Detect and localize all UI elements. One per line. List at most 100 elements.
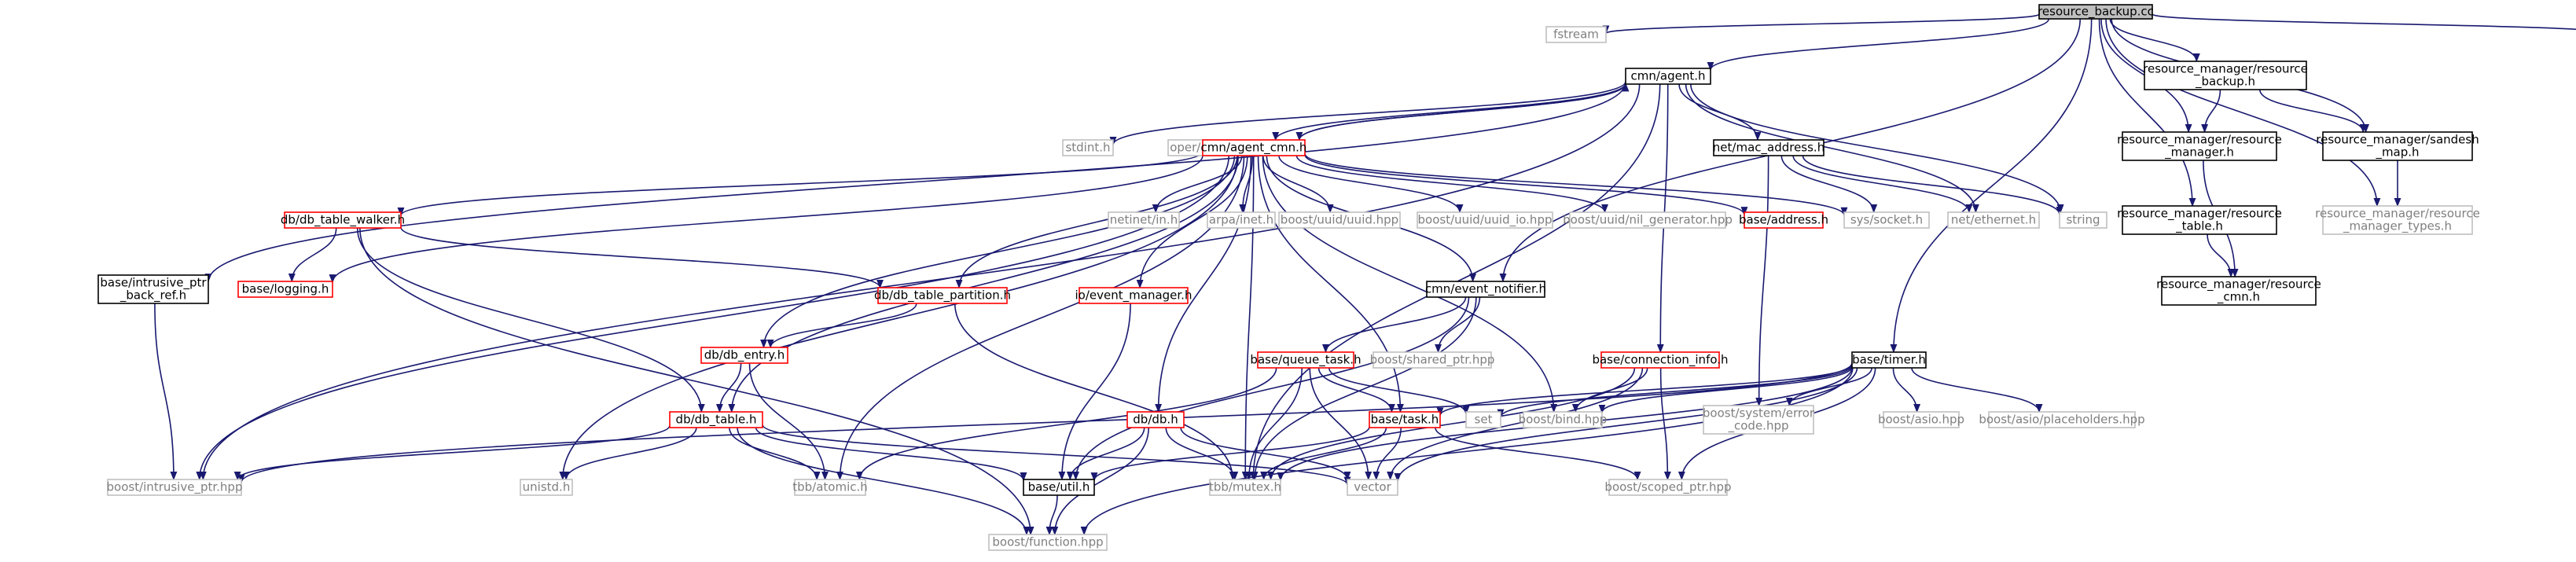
node-box: [1713, 139, 1825, 156]
node-base-intrusive-ptr-back-ref[interactable]: base/intrusive_ptr_back_ref.h: [97, 274, 209, 304]
node-box: [877, 287, 1008, 304]
node-db-table-walker[interactable]: db/db_table_walker.h: [281, 211, 405, 229]
node-rm-resource-cmn[interactable]: resource_manager/resource_cmn.h: [2156, 276, 2321, 306]
node-string: string: [2059, 211, 2107, 229]
node-db-db[interactable]: db/db.h: [1126, 411, 1185, 428]
edge-cmn_agent-to-oper_agent_types: [1272, 83, 1626, 141]
node-base-logging[interactable]: base/logging.h: [237, 281, 333, 298]
edge-db_table_walker-to-base_logging: [288, 227, 337, 283]
node-base-task[interactable]: base/task.h: [1369, 411, 1441, 428]
edge-cmn_event_notifier-to-base_queue_task: [1322, 296, 1467, 354]
node-db-db-entry[interactable]: db/db_entry.h: [700, 347, 788, 364]
edge-cmn_agent_cmn-to-boost_bind: [1262, 155, 1558, 413]
node-rm-sandesh-map[interactable]: resource_manager/sandesh_map.h: [2316, 131, 2479, 161]
edge-cmn_agent-to-stdint: [1109, 81, 1626, 146]
edge-cmn_agent_cmn-to-unistd: [559, 155, 1238, 481]
node-net-mac-address[interactable]: net/mac_address.h: [1713, 139, 1825, 156]
edge-cmn_agent_cmn-to-nil_generator: [1295, 155, 1608, 214]
node-box: [1883, 411, 1960, 428]
node-cmn-event-notifier[interactable]: cmn/event_notifier.h: [1425, 281, 1546, 298]
edge-cmn_agent-to-base_intrusive_ptr_back_ref: [204, 82, 1626, 283]
node-box: [284, 211, 402, 229]
edge-root-to-sys_stat: [2152, 13, 2576, 31]
node-label: unistd.h: [523, 480, 571, 494]
edge-rm_resource_table-to-rm_resource_cmn: [2207, 233, 2235, 278]
edge-db_table_walker-to-db_table_partition: [400, 227, 884, 289]
edge-layer: [154, 13, 2576, 536]
edge-db_db_table-to-base_util: [755, 427, 1027, 482]
node-box: [1023, 479, 1095, 496]
edge-cmn_agent_cmn-to-netinet_in: [1152, 155, 1243, 214]
node-label: _manager.h: [2164, 145, 2234, 160]
node-base-timer[interactable]: base/timer.h: [1851, 351, 1927, 369]
node-box: [1202, 139, 1306, 156]
node-label: _map.h: [2375, 145, 2419, 160]
node-label: boost/asio/placeholders.hpp: [1979, 413, 2144, 427]
node-root[interactable]: resource_backup.cc: [2038, 4, 2154, 20]
node-base-address[interactable]: base/address.h: [1739, 211, 1828, 229]
node-label: db/db_table.h: [676, 413, 757, 428]
node-label: resource_manager/sandesh: [2316, 133, 2479, 148]
edge-base_task-to-base_util: [1090, 426, 1370, 482]
node-label: boost/uuid/uuid.hpp: [1281, 213, 1398, 227]
edge-net_mac_address-to-net_ethernet: [1792, 155, 1973, 214]
node-label: tbb/atomic.h: [792, 480, 868, 494]
node-label: fstream: [1553, 28, 1599, 42]
edge-db_db_table-to-boost_function: [737, 427, 1031, 536]
edge-base_intrusive_ptr_back_ref-to-boost_intrusive_ptr: [154, 303, 178, 481]
node-label: _code.hpp: [1728, 419, 1789, 434]
edge-base_queue_task-to-base_task: [1317, 367, 1395, 413]
edge-root-to-fstream: [1602, 13, 2040, 35]
node-label: boost/shared_ptr.hpp: [1370, 353, 1495, 368]
edge-cmn_event_notifier-to-base_util: [1072, 296, 1470, 481]
node-box: [1369, 411, 1441, 428]
node-box: [1545, 26, 1607, 43]
node-boost-function: boost/function.hpp: [988, 534, 1108, 551]
node-label: net/ethernet.h: [1951, 213, 2036, 227]
edge-base_timer-to-boost_bind: [1598, 366, 1853, 413]
edge-base_util-to-boost_function: [1045, 494, 1058, 536]
node-box: [520, 479, 573, 496]
node-label: base/queue_task.h: [1250, 353, 1361, 368]
node-label: boost/bind.hpp: [1519, 413, 1608, 427]
node-net-ethernet: net/ethernet.h: [1947, 211, 2040, 229]
edge-net_mac_address-to-string: [1802, 155, 2063, 216]
node-boost-shared-ptr: boost/shared_ptr.hpp: [1370, 351, 1495, 369]
node-box: [1257, 351, 1354, 369]
edge-root-to-rm_resource_backup: [2109, 18, 2200, 63]
node-io-event-manager[interactable]: io/event_manager.h: [1075, 287, 1192, 304]
node-cmn-agent[interactable]: cmn/agent.h: [1625, 68, 1711, 85]
node-box: [1744, 211, 1824, 229]
node-label: vector: [1354, 480, 1391, 494]
node-base-queue-task[interactable]: base/queue_task.h: [1250, 351, 1361, 369]
edge-db_table_partition-to-db_db_entry: [766, 303, 917, 349]
node-boost-bind: boost/bind.hpp: [1519, 411, 1608, 428]
edge-cmn_agent_cmn-to-cmn_agent: [1299, 83, 1630, 141]
node-db-db-table[interactable]: db/db_table.h: [669, 411, 763, 428]
node-label: net/mac_address.h: [1713, 141, 1825, 156]
node-box: [2322, 205, 2473, 235]
node-rm-resource-manager[interactable]: resource_manager/resource_manager.h: [2117, 131, 2282, 161]
node-base-util[interactable]: base/util.h: [1023, 479, 1095, 496]
node-rm-resource-table[interactable]: resource_manager/resource_table.h: [2117, 205, 2282, 235]
edge-cmn_agent_cmn-to-db_table_walker: [397, 151, 1203, 217]
node-base-connection-info[interactable]: base/connection_info.h: [1592, 351, 1729, 369]
node-box: [1625, 68, 1711, 85]
node-cmn-agent-cmn[interactable]: cmn/agent_cmn.h: [1201, 139, 1307, 156]
node-db-table-partition[interactable]: db/db_table_partition.h: [874, 287, 1011, 304]
edge-db_db-to-base_util: [1066, 427, 1145, 481]
edge-cmn_agent_cmn-to-arpa_inet: [1239, 155, 1254, 214]
node-box: [1209, 479, 1281, 496]
edge-root-to-base_timer: [1890, 18, 2093, 354]
edge-db_table_walker-to-db_db_table: [356, 227, 705, 413]
edge-base_connection_info-to-boost_scoped_ptr: [1659, 367, 1671, 481]
edge-db_db-to-boost_function: [1051, 427, 1150, 536]
node-box: [1465, 411, 1501, 428]
node-box: [988, 534, 1108, 551]
edge-cmn_agent_cmn-to-db_db: [1155, 155, 1252, 413]
node-label: db/db_table_partition.h: [874, 288, 1011, 303]
node-unistd: unistd.h: [520, 479, 573, 496]
node-rm-resource-backup[interactable]: resource_manager/resource_backup.h: [2143, 61, 2308, 90]
node-arpa-inet: arpa/inet.h: [1207, 211, 1276, 229]
